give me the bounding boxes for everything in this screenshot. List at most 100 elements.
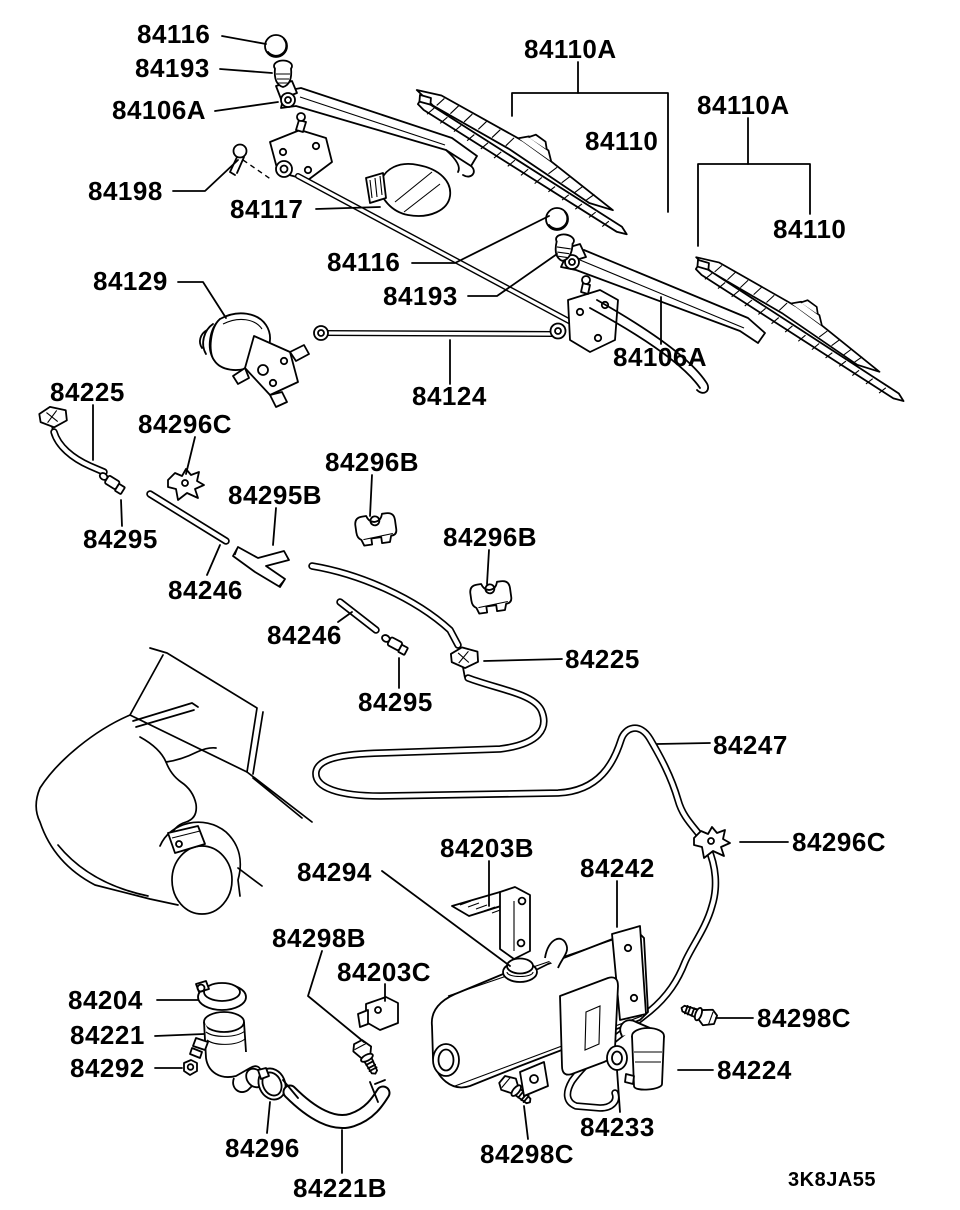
part-label-84296B: 84296B	[325, 447, 419, 477]
leader-line-84193	[467, 253, 558, 297]
bolt-84298B	[349, 1036, 385, 1079]
vehicle-front-sketch	[35, 647, 313, 915]
part-label-84110A: 84110A	[524, 34, 617, 64]
leader-line-84246	[206, 544, 221, 576]
part-label-84124: 84124	[412, 381, 487, 411]
leader-line-84129	[177, 281, 227, 319]
part-label-84221: 84221	[70, 1020, 145, 1050]
leader-line-84246	[337, 611, 353, 623]
elbow-hose-84221B	[282, 1079, 391, 1129]
leader-line-84225	[483, 658, 563, 662]
part-label-84233: 84233	[580, 1112, 655, 1142]
part-label-84296C: 84296C	[792, 827, 886, 857]
part-label-84203C: 84203C	[337, 957, 431, 987]
part-label-84110: 84110	[585, 126, 658, 156]
part-label-84295: 84295	[358, 687, 433, 717]
part-label-84298C: 84298C	[480, 1139, 574, 1169]
part-label-84204: 84204	[68, 985, 143, 1015]
leader-line-84296	[266, 1101, 271, 1134]
part-label-84296: 84296	[225, 1133, 300, 1163]
hose-joint-84295B	[232, 546, 290, 588]
leader-line-84110A	[697, 163, 811, 247]
tank-filler-cap-84294	[502, 957, 538, 983]
linkage-rod-84117	[295, 173, 585, 331]
wiper-arm-left	[275, 80, 478, 178]
bracket-84203C	[357, 996, 399, 1031]
hose-clip-84296B-2	[468, 579, 514, 616]
leader-line-84295B	[272, 507, 277, 546]
wiper-arm-right	[559, 243, 766, 394]
part-label-84116: 84116	[137, 19, 210, 49]
hose-clamp-84296	[257, 1067, 287, 1101]
part-label-84106A: 84106A	[613, 342, 707, 372]
part-label-84221B: 84221B	[293, 1173, 387, 1203]
part-label-84294: 84294	[297, 857, 372, 887]
pivot-cap-mid	[545, 207, 569, 231]
cowl-cover-sketch	[365, 163, 452, 217]
leader-line-84116	[411, 215, 550, 264]
leader-line-84296B	[486, 549, 490, 585]
leader-line-84106A	[214, 101, 279, 112]
leader-line-84116	[221, 35, 267, 45]
part-label-84298C: 84298C	[757, 1003, 851, 1033]
front-pump-body-84221	[189, 1011, 265, 1093]
part-label-84298B: 84298B	[272, 923, 366, 953]
leader-line-84110A	[511, 92, 669, 213]
wiper-pivot-left	[242, 112, 333, 181]
part-label-84110: 84110	[773, 214, 846, 244]
hose-connector-84295-left	[96, 470, 127, 496]
nozzle-hose-left	[54, 432, 104, 472]
part-label-84292: 84292	[70, 1053, 145, 1083]
rear-washer-pump	[619, 1019, 665, 1091]
leader-line-84295	[120, 499, 123, 527]
bolt-84298C-right	[677, 998, 720, 1030]
wiper-motor	[199, 312, 310, 408]
leader-line-84117	[315, 206, 381, 210]
washer-tank	[431, 925, 649, 1097]
part-label-84247: 84247	[713, 730, 788, 760]
part-label-84295B: 84295B	[228, 480, 322, 510]
hose-clip-84296B-1	[353, 511, 399, 548]
linkage-rod-84124	[313, 325, 555, 341]
part-label-84116: 84116	[327, 247, 400, 277]
leader-line-84247	[656, 742, 711, 745]
part-label-84295: 84295	[83, 524, 158, 554]
leader-line-84298B	[307, 950, 365, 1043]
bracket-84203B	[451, 886, 531, 960]
leader-line-84296B	[369, 474, 373, 517]
leader-line-84296C	[185, 436, 196, 475]
part-label-84246: 84246	[168, 575, 243, 605]
part-label-84129: 84129	[93, 266, 168, 296]
nut-84292	[183, 1059, 198, 1076]
part-label-84193: 84193	[383, 281, 458, 311]
part-label-84106A: 84106A	[112, 95, 206, 125]
part-label-84203B: 84203B	[440, 833, 534, 863]
leader-line-84221	[154, 1033, 205, 1037]
part-label-84117: 84117	[230, 194, 303, 224]
leader-line-84233	[616, 1069, 621, 1113]
hose-84246-a	[150, 494, 226, 541]
leader-line-84193	[219, 68, 273, 74]
washer-nozzle-right	[447, 645, 481, 680]
part-label-84225: 84225	[50, 377, 125, 407]
part-label-84296C: 84296C	[138, 409, 232, 439]
part-label-84296B: 84296B	[443, 522, 537, 552]
part-label-84193: 84193	[135, 53, 210, 83]
leader-line-84294	[381, 870, 511, 967]
part-label-84224: 84224	[717, 1055, 792, 1085]
pivot-cap-left	[264, 34, 288, 58]
part-label-84242: 84242	[580, 853, 655, 883]
grommet-84233	[606, 1045, 628, 1071]
part-label-84198: 84198	[88, 176, 163, 206]
pivot-grommet-left	[273, 59, 293, 88]
label-layer: 84116 84193 84106A 84110A 84110 84110A 84110 84…	[50, 19, 886, 1203]
part-label-84110A: 84110A	[697, 90, 790, 120]
leader-line-84198	[172, 159, 239, 192]
leader-line-84298C	[523, 1105, 529, 1140]
part-label-84246: 84246	[267, 620, 342, 650]
front-pump-cap-84204	[195, 980, 247, 1011]
hose-connector-84295-mid	[378, 632, 410, 656]
part-label-84225: 84225	[565, 644, 640, 674]
